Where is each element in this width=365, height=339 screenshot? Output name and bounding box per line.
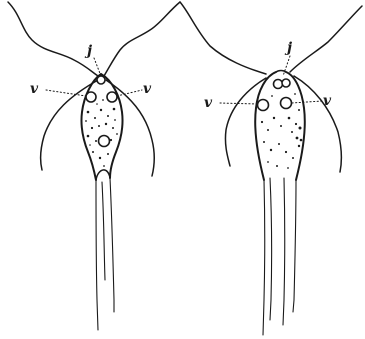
right-pointer-v-right — [292, 101, 322, 103]
left-neck — [96, 170, 110, 180]
right-organism: j v v — [180, 2, 362, 335]
right-tail-2 — [270, 178, 272, 320]
left-vacuole-right — [107, 92, 117, 102]
right-vacuole-top-a — [274, 80, 283, 89]
right-membrane-outer-right — [290, 6, 362, 72]
left-vacuole-top — [97, 76, 105, 84]
right-membrane-outer-left — [180, 2, 266, 74]
left-label-v-right: v — [143, 81, 152, 97]
right-vacuole-right — [281, 98, 292, 109]
right-tail-4 — [293, 180, 296, 312]
left-cell-body — [81, 74, 122, 180]
right-tail-3 — [283, 178, 285, 325]
left-vacuole-left — [86, 92, 96, 102]
right-label-v-left: v — [204, 95, 213, 111]
right-vacuole-left — [258, 100, 269, 111]
left-label-j: j — [84, 43, 92, 59]
left-vacuole-lower — [99, 136, 110, 147]
right-vacuole-top-b — [282, 79, 290, 87]
left-label-v-left: v — [30, 81, 39, 97]
right-label-j: j — [284, 40, 292, 56]
left-tail-outer-left — [96, 180, 98, 330]
left-tail-inner — [102, 182, 105, 280]
left-membrane-outer-left — [8, 2, 98, 76]
right-tail-1 — [263, 180, 265, 335]
left-organism: j v v — [8, 2, 180, 330]
right-label-v-right: v — [323, 93, 332, 109]
left-tail-outer-right — [110, 178, 114, 312]
left-membrane-outer-right — [104, 2, 180, 76]
right-pointer-v-left — [220, 103, 257, 104]
